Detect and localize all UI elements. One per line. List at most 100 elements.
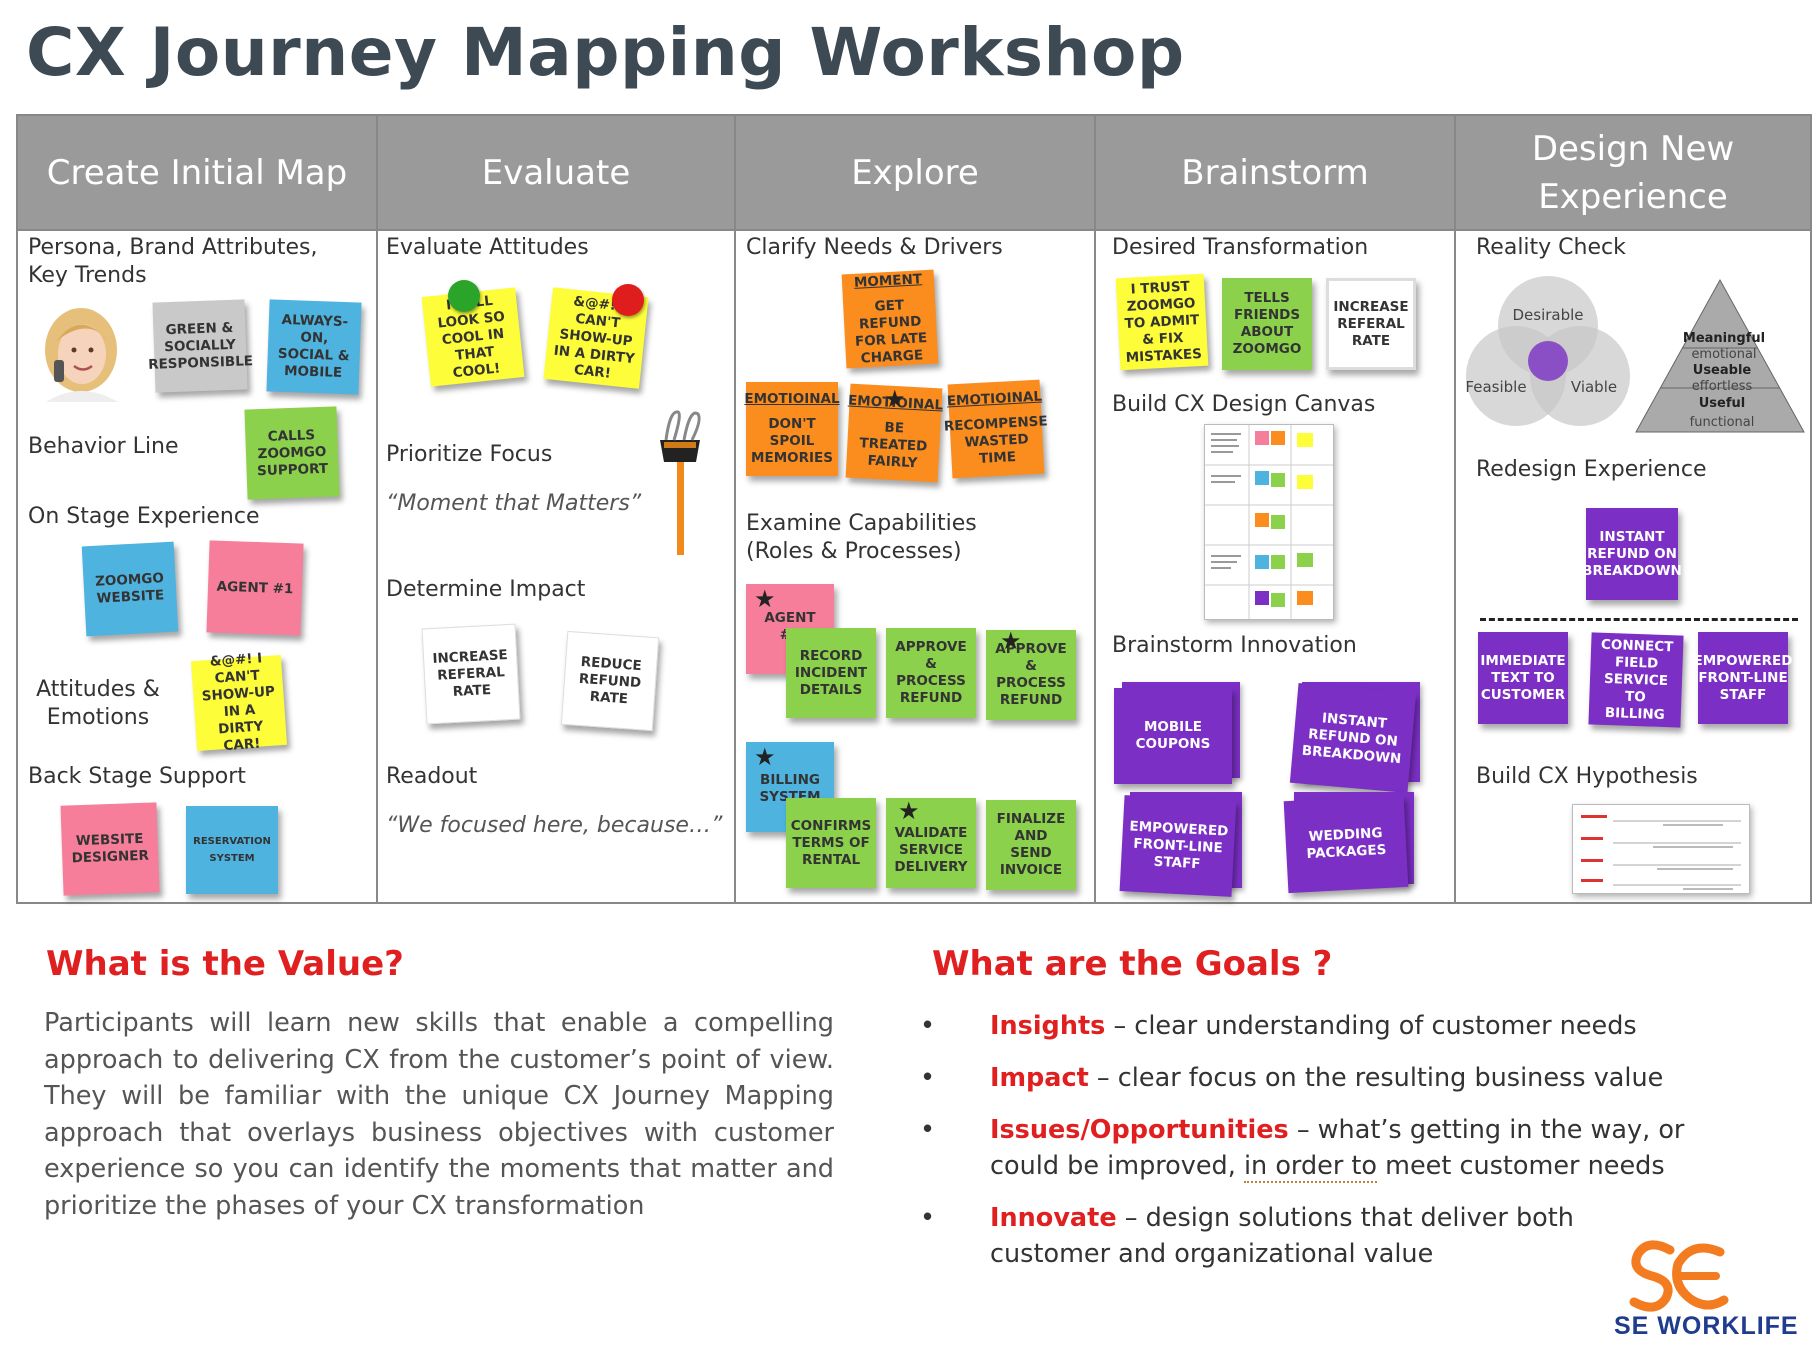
note-body: Get refund for late charge — [854, 296, 928, 367]
goal-key: Issues/Opportunities — [990, 1115, 1289, 1145]
determine-impact-label: Determine Impact — [386, 577, 586, 602]
column-header: Explore — [736, 116, 1094, 231]
note-trust-zoomgo: I trust Zoomgo to admit & fix mistakes — [1115, 273, 1209, 371]
examine-capabilities-label: Examine Capabilities (Roles & Processes) — [746, 511, 977, 564]
note-website-designer: Website Designer — [60, 802, 160, 896]
goal-key: Insights — [990, 1011, 1106, 1041]
hypothesis-form-icon — [1581, 815, 1741, 890]
note-empowered-staff: Empowered Front-Line Staff — [1119, 795, 1237, 897]
page-title: CX Journey Mapping Workshop — [26, 14, 1185, 91]
stack-instant-refund: Instant Refund on Breakdown — [1289, 682, 1420, 793]
note-increase-referal: Increase Referal Rate — [1326, 278, 1416, 370]
value-heading: What is the Value? — [46, 944, 404, 984]
note-approve-refund-1: Approve & Process Refund — [886, 628, 976, 718]
prioritize-quote: “Moment that Matters” — [386, 491, 642, 516]
note-reduce-refund: Reduce Refund Rate — [560, 630, 660, 732]
pyramid-functional: functional — [1690, 415, 1755, 430]
note-zoomgo-website: Zoomgo Website — [81, 541, 179, 637]
divider-line — [1480, 618, 1798, 621]
note-title: Emotioinal — [946, 388, 1043, 410]
column-header: Evaluate — [378, 116, 734, 231]
venn-viable: Viable — [1571, 378, 1617, 396]
note-record-incident: Record Incident Details — [786, 628, 876, 718]
canvas-grid-icon — [1205, 425, 1333, 619]
value-paragraph: Participants will learn new skills that … — [44, 1008, 834, 1221]
goal-key: Innovate — [990, 1203, 1117, 1233]
evaluate-attitudes-label: Evaluate Attitudes — [386, 235, 589, 260]
column-create-initial-map: Create Initial Map Persona, Brand Attrib… — [18, 116, 378, 902]
bullet-icon: • — [920, 1115, 936, 1145]
persona-avatar — [45, 308, 118, 402]
goal-text: – clear focus on the resulting business … — [1088, 1063, 1664, 1093]
binder-clip-icon — [660, 410, 701, 555]
desired-transformation-label: Desired Transformation — [1112, 235, 1369, 260]
pyramid-diagram: Meaningful emotional Useable effortless … — [1635, 278, 1805, 433]
goal-text: – what’s getting in the way, or could be… — [990, 1115, 1685, 1181]
red-pin-icon — [612, 284, 644, 316]
se-worklife-logo-icon — [1629, 1240, 1729, 1312]
star-icon: ★ — [754, 586, 776, 613]
note-mobile-coupons: Mobile Coupons — [1114, 688, 1232, 784]
note-empowered-staff: Empowered Front-Line Staff — [1694, 632, 1792, 724]
star-icon: ★ — [884, 386, 906, 413]
behavior-line-label: Behavior Line — [28, 434, 179, 459]
goal-item: • Issues/Opportunities – what’s getting … — [920, 1112, 1740, 1184]
note-reservation-system: Reservation System — [186, 806, 278, 894]
note-emotional-1: Emotioinal Don't spoil memories — [744, 382, 840, 476]
venn-diagram: Desirable Feasible Viable — [1465, 276, 1630, 426]
note-body: Recompense wasted time — [943, 413, 1048, 467]
goals-heading: What are the Goals ? — [932, 944, 1333, 984]
note-finalize-invoice: Finalize and Send Invoice — [986, 800, 1076, 890]
column-header: Brainstorm — [1096, 116, 1454, 231]
column-explore: Explore Clarify Needs & Drivers Moment G… — [736, 116, 1096, 902]
stack-wedding-packages: Wedding Packages — [1283, 792, 1414, 894]
note-emotional-3: Emotioinal Recompense wasted time — [944, 379, 1048, 479]
note-approve-refund-2: Approve & Process Refund — [986, 630, 1076, 720]
logo-text: SE WORKLIFE — [1614, 1312, 1799, 1340]
star-icon: ★ — [1000, 628, 1022, 655]
note-calls-support: Calls Zoomgo Support — [244, 406, 340, 500]
venn-feasible: Feasible — [1465, 378, 1526, 396]
goal-text: – design solutions that deliver both cus… — [990, 1203, 1574, 1269]
note-green-socially-responsible: Green & Socially Responsible — [148, 299, 253, 393]
stack-empowered-staff: Empowered Front-Line Staff — [1119, 792, 1242, 897]
on-stage-label: On Stage Experience — [28, 504, 260, 529]
attitudes-emotions-label: Attitudes & Emotions — [36, 677, 160, 730]
pyramid-meaningful: Meaningful — [1683, 331, 1765, 346]
green-pin-icon — [448, 280, 480, 312]
goal-item: • Insights – clear understanding of cust… — [920, 1008, 1740, 1044]
persona-label: Persona, Brand Attributes, Key Trends — [28, 235, 318, 288]
back-stage-label: Back Stage Support — [28, 764, 246, 789]
readout-quote: “We focused here, because…” — [386, 813, 723, 838]
pyramid-emotional: emotional — [1691, 347, 1756, 362]
goals-list: • Insights – clear understanding of cust… — [920, 1008, 1740, 1288]
note-title: Moment — [853, 270, 923, 291]
cx-hypothesis-label: Build CX Hypothesis — [1476, 764, 1698, 789]
note-tells-friends: Tells friends about Zoomgo — [1222, 278, 1312, 370]
goal-item: • Innovate – design solutions that deliv… — [920, 1200, 1670, 1272]
note-body: Be treated fairly — [859, 419, 928, 472]
cx-design-canvas-thumbnail — [1204, 424, 1334, 620]
reality-check-label: Reality Check — [1476, 235, 1626, 260]
redesign-experience-label: Redesign Experience — [1476, 457, 1707, 482]
pyramid-effortless: effortless — [1692, 379, 1753, 394]
bullet-icon: • — [920, 1011, 936, 1041]
note-cant-show-up: &@#! I can't show-up in a dirty car! — [190, 650, 288, 754]
note-body: Don't spoil memories — [751, 416, 833, 466]
note-increase-referal: Increase Referal Rate — [421, 623, 521, 725]
brainstorm-innovation-label: Brainstorm Innovation — [1112, 633, 1357, 658]
note-moment: Moment Get refund for late charge — [841, 269, 939, 369]
goal-item: • Impact – clear focus on the resulting … — [920, 1060, 1740, 1096]
note-immediate-text: Immediate Text to Customer — [1478, 632, 1568, 724]
column-brainstorm: Brainstorm Desired Transformation I trus… — [1096, 116, 1456, 902]
column-evaluate: Evaluate Evaluate Attitudes I will look … — [378, 116, 736, 902]
column-header: Create Initial Map — [18, 116, 376, 231]
column-design-new-experience: Design New Experience Reality Check Desi… — [1456, 116, 1810, 902]
note-validate-service: Validate Service Delivery — [886, 798, 976, 888]
readout-label: Readout — [386, 764, 478, 789]
pyramid-useful: Useful — [1699, 396, 1745, 411]
workshop-board: Create Initial Map Persona, Brand Attrib… — [16, 114, 1812, 904]
note-agent1: Agent #1 — [206, 540, 304, 636]
cx-hypothesis-thumbnail — [1572, 804, 1750, 894]
star-icon: ★ — [754, 744, 776, 771]
